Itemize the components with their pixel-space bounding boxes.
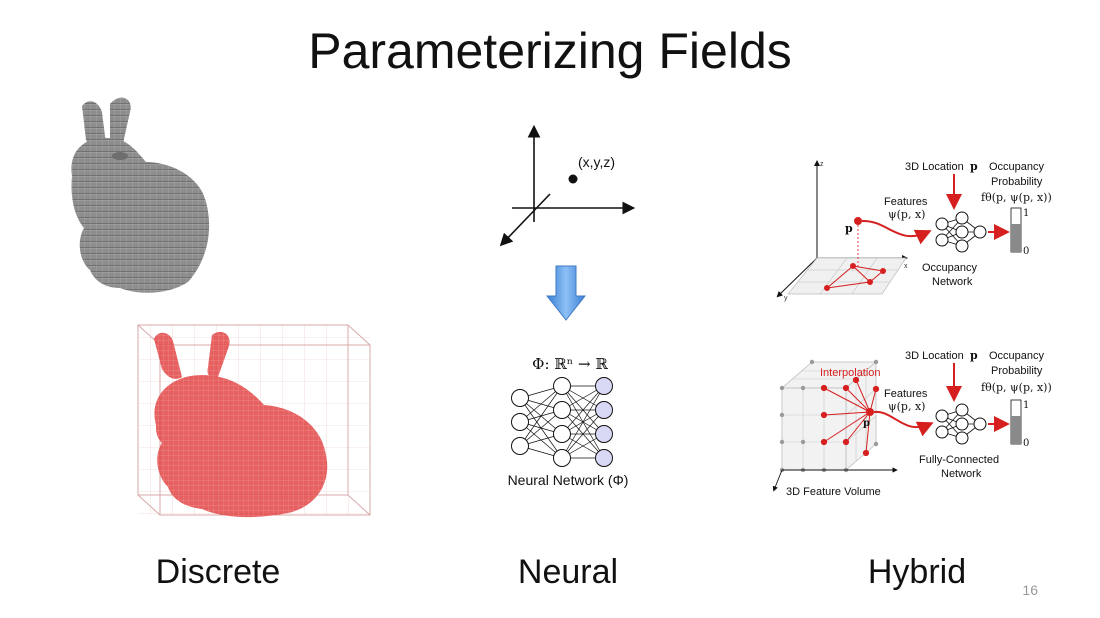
probability-fill	[1011, 416, 1021, 444]
location-symbol: p	[970, 349, 978, 362]
hybrid-label: Hybrid	[867, 553, 967, 591]
axis-z-label: z	[820, 161, 824, 168]
point-marker	[568, 174, 578, 184]
discrete-label: Discrete	[155, 553, 281, 591]
neural-network-diagram	[511, 377, 613, 467]
network-label-line2: Network	[941, 468, 982, 480]
down-arrow-icon	[546, 265, 586, 321]
location-label: 3D Location	[905, 161, 964, 173]
features-label: Features	[884, 388, 928, 400]
query-point	[866, 408, 874, 416]
features-formula: ψ(p, x)	[888, 400, 925, 413]
output-node	[595, 425, 613, 443]
location-label: 3D Location	[905, 350, 964, 362]
neural-label: Neural	[517, 553, 619, 591]
hidden-node	[553, 377, 571, 395]
output-formula: fθ(p, ψ(p, x))	[981, 191, 1052, 204]
axis-x-label: x	[904, 263, 908, 270]
hidden-node	[553, 425, 571, 443]
feature-volume-network-diagram: p Interpolation Features ψ(p, x) 3D Loca…	[772, 349, 1052, 498]
output-node	[595, 401, 613, 419]
point-p-label: p	[863, 418, 870, 429]
probability-label: Probability	[991, 176, 1043, 188]
location-symbol: p	[970, 160, 978, 173]
probability-fill	[1011, 224, 1021, 252]
features-label: Features	[884, 196, 928, 208]
occupancy-label: Occupancy	[989, 350, 1045, 362]
input-node	[511, 413, 529, 431]
features-formula: ψ(p, x)	[888, 208, 925, 221]
input-node	[511, 437, 529, 455]
bar-min-label: 0	[1023, 438, 1029, 449]
bar-max-label: 1	[1023, 208, 1029, 219]
voxel-bunny-image	[71, 97, 210, 293]
slide-number: 16	[1022, 582, 1038, 598]
input-node	[511, 389, 529, 407]
hidden-node	[553, 401, 571, 419]
occupancy-network-diagram: z x y p Features ψ(p, x) 3D Location p O…	[776, 160, 1052, 302]
coordinate-axes-diagram: (x,y,z)	[499, 124, 636, 247]
axis-y-label: y	[784, 295, 788, 302]
feature-volume-label: 3D Feature Volume	[786, 486, 881, 498]
network-caption: Neural Network (Φ)	[507, 472, 629, 488]
octree-bunny-image	[137, 324, 371, 518]
output-formula: fθ(p, ψ(p, x))	[981, 381, 1052, 394]
network-label-line2: Network	[932, 276, 973, 288]
occupancy-label: Occupancy	[989, 161, 1045, 173]
point-label: (x,y,z)	[578, 154, 615, 170]
network-label-line1: Fully-Connected	[919, 454, 999, 466]
point-p-label: p	[845, 222, 853, 235]
output-node	[595, 377, 613, 395]
connections-l2-l3	[561, 385, 605, 459]
mapping-formula: Φ: ℝⁿ → ℝ	[532, 355, 608, 373]
output-node	[595, 449, 613, 467]
slide-title: Parameterizing Fields	[308, 23, 792, 79]
bar-min-label: 0	[1023, 246, 1029, 257]
network-label-line1: Occupancy	[922, 262, 978, 274]
query-point	[854, 217, 862, 225]
interpolation-label: Interpolation	[820, 367, 881, 379]
bar-max-label: 1	[1023, 400, 1029, 411]
y-axis-arrow	[499, 193, 551, 247]
hidden-node	[553, 449, 571, 467]
probability-label: Probability	[991, 365, 1043, 377]
